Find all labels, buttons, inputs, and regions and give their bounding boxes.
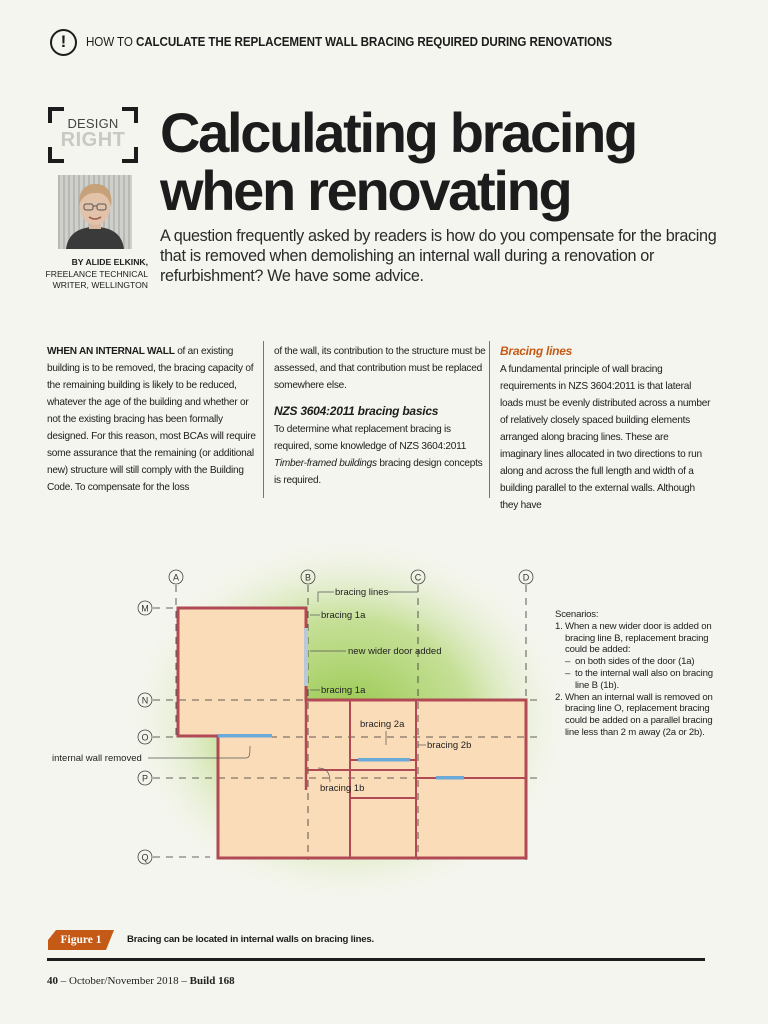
page-footer: 40 – October/November 2018 – Build 168 [47, 975, 235, 987]
scenario-subitem: – on both sides of the door (1a) [565, 656, 695, 668]
scenario-item: 1. When a new wider door is added on bra… [555, 620, 712, 656]
body-column-3: Bracing lines A fundamental principle of… [500, 343, 712, 514]
issue-date: – October/November 2018 – [58, 975, 190, 987]
grid-label-a: A [173, 573, 179, 583]
page-number: 40 [47, 975, 58, 987]
label-bracing-lines: bracing lines [335, 587, 389, 598]
grid-label-o: O [141, 733, 148, 743]
bracing-floor-plan-diagram: A B C D M N O P Q [0, 530, 768, 910]
subheading: Bracing lines [500, 344, 573, 358]
scenario-item: 2. When an internal wall is removed on b… [555, 691, 713, 738]
badge-corner [122, 147, 138, 163]
section-header-text: HOW TO CALCULATE THE REPLACEMENT WALL BR… [86, 35, 613, 49]
grid-label-p: P [142, 774, 148, 784]
badge-line-right: RIGHT [60, 129, 126, 151]
grid-marker-o [137, 729, 153, 745]
paragraph: WHEN AN INTERNAL WALL of an existing bui… [47, 346, 256, 493]
column-divider [263, 341, 264, 498]
badge-corner [48, 147, 64, 163]
grid-marker-p [137, 770, 153, 786]
label-bracing-1a-bottom: bracing 1a [321, 685, 366, 696]
body-column-1: WHEN AN INTERNAL WALL of an existing bui… [47, 343, 259, 496]
grid-label-q: Q [141, 853, 148, 863]
badge-line-design: DESIGN [67, 116, 119, 131]
scenarios-title: Scenarios: [555, 609, 599, 620]
grid-marker-n [137, 692, 153, 708]
grid-marker-d [518, 569, 534, 585]
paragraph: To determine what replacement bracing is… [274, 424, 483, 486]
author-role: FREELANCE TECHNICAL [45, 268, 148, 279]
grid-marker-a [168, 569, 184, 585]
scenarios-list: Scenarios: 1. When a new wider door is a… [555, 609, 715, 739]
article-title: Calculating bracing when renovating [160, 101, 638, 222]
label-bracing-2a: bracing 2a [360, 719, 405, 730]
figure-caption: Bracing can be located in internal walls… [127, 934, 374, 945]
author-location: WRITER, WELLINGTON [52, 280, 148, 290]
grid-marker-b [300, 569, 316, 585]
label-bracing-1a-top: bracing 1a [321, 610, 366, 621]
label-new-door: new wider door added [348, 646, 441, 657]
body-column-2: of the wall, its contribution to the str… [274, 343, 486, 489]
column-divider [489, 341, 490, 498]
grid-marker-c [410, 569, 426, 585]
grid-label-n: N [142, 696, 149, 706]
footer-rule [47, 958, 705, 961]
article-standfirst: A question frequently asked by readers i… [160, 227, 717, 285]
author-byline: BY ALIDE ELKINK, FREELANCE TECHNICAL WRI… [40, 257, 148, 292]
lead-in: WHEN AN INTERNAL WALL [47, 346, 175, 357]
author-name: BY ALIDE ELKINK, [71, 257, 148, 267]
new-bracing-elements [218, 734, 464, 780]
label-bracing-1b: bracing 1b [320, 783, 364, 794]
paragraph: of the wall, its contribution to the str… [274, 346, 486, 391]
floor-plan-svg: A B C D M N O P Q [52, 536, 570, 904]
label-bracing-2b: bracing 2b [427, 740, 471, 751]
new-door-opening [304, 628, 308, 686]
author-portrait-illustration [66, 183, 124, 249]
grid-label-b: B [305, 573, 311, 583]
grid-label-c: C [415, 573, 422, 583]
paragraph: A fundamental principle of wall bracing … [500, 364, 711, 511]
exclamation-icon: ! [50, 28, 77, 56]
design-right-badge: DESIGN RIGHT [48, 107, 138, 163]
badge-corner [122, 107, 138, 123]
figure-tag: Figure 1 [48, 930, 114, 950]
grid-label-d: D [523, 573, 530, 583]
author-photo [58, 175, 132, 249]
magazine-issue: Build 168 [189, 975, 235, 987]
grid-marker-q [137, 849, 153, 865]
scenario-subitem: – to the internal wall also on bracing l… [565, 667, 713, 691]
section-header: ! HOW TO CALCULATE THE REPLACEMENT WALL … [50, 28, 652, 56]
grid-label-m: M [141, 604, 149, 614]
badge-corner [48, 107, 64, 123]
subheading: NZS 3604:2011 bracing basics [274, 404, 439, 418]
label-internal-wall-removed: internal wall removed [52, 753, 142, 764]
leader-lines [148, 591, 426, 783]
grid-marker-m [137, 600, 153, 616]
